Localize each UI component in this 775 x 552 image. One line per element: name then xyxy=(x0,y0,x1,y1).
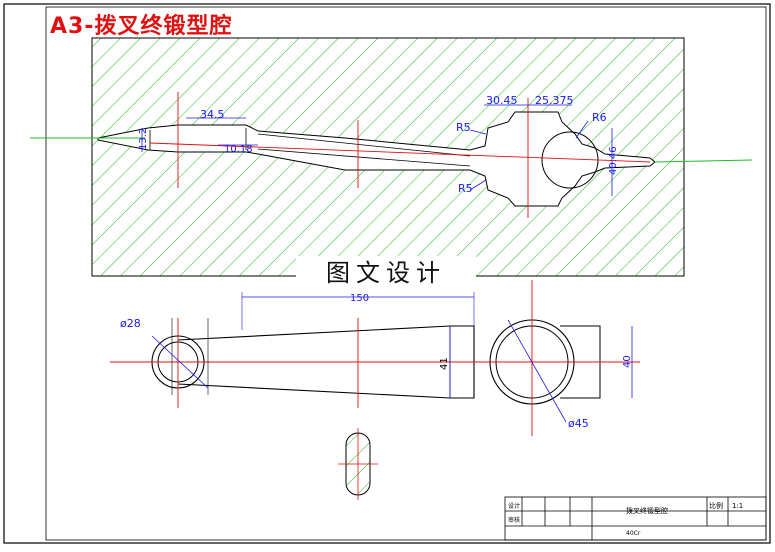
tb-scale-label: 比例 xyxy=(709,501,723,510)
sheet-inner-border xyxy=(45,6,767,541)
dim-25-375: 25.375 xyxy=(535,94,574,107)
drawing-title: A3-拨叉终锻型腔 xyxy=(50,14,233,39)
parting-line-right xyxy=(654,159,753,163)
dim-r6: R6 xyxy=(592,111,607,124)
tb-checker-label: 审核 xyxy=(508,516,520,524)
tb-scale-value: 1:1 xyxy=(732,502,743,510)
dim-dia-45: ø45 xyxy=(568,417,589,430)
dim-34-5: 34.5 xyxy=(200,108,225,121)
dim-leader-28 xyxy=(151,335,209,389)
dim-overall: 150 xyxy=(350,293,369,304)
dim-r5-upper: R5 xyxy=(456,121,471,134)
sheet-outer-border xyxy=(3,3,771,544)
cavity-inner-lines xyxy=(149,128,471,167)
tb-drawing-name: 拨叉终锻型腔 xyxy=(626,506,668,515)
top-dimension-lines xyxy=(141,104,613,196)
dim-41: 41 xyxy=(439,357,450,370)
dim-40-46: 40.46 xyxy=(608,146,619,175)
dim-r5-lower: R5 xyxy=(458,182,473,195)
centerline-horizontal-top xyxy=(149,142,651,163)
dim-13-2: 13.2 xyxy=(138,128,149,150)
forging-cavity xyxy=(97,111,656,207)
title-block-grid xyxy=(504,496,767,541)
watermark-text: 图文设计 xyxy=(296,256,476,290)
dim-leader-45 xyxy=(507,319,567,423)
dim-10-18: 10.18 xyxy=(224,144,253,155)
tb-material: 40Cr xyxy=(626,530,641,537)
dim-dia-28: ø28 xyxy=(120,317,141,330)
dim-30-45: 30.45 xyxy=(486,94,518,107)
dim-40: 40 xyxy=(622,355,633,368)
tb-designer-label: 设计 xyxy=(508,502,520,510)
